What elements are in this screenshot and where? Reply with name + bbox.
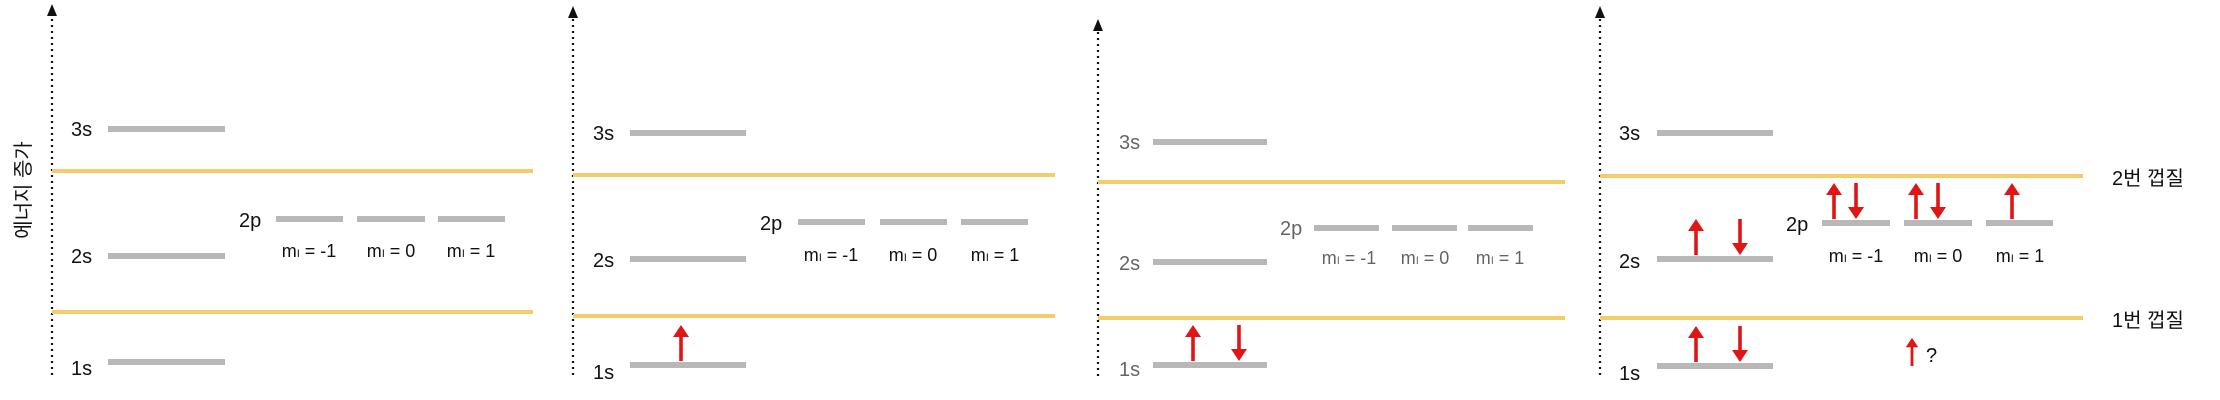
question-mark: ?: [1926, 345, 1937, 367]
ml-label-0: mₗ = 0: [889, 245, 938, 265]
ml-label-minus1: mₗ = -1: [1829, 246, 1884, 266]
ml-label-minus1: mₗ = -1: [804, 245, 859, 265]
label-2s: 2s: [71, 246, 92, 268]
label-2p: 2p: [1786, 214, 1808, 236]
energy-axis-arrowhead: [47, 4, 57, 16]
ml-label-0: mₗ = 0: [1914, 246, 1963, 266]
energy-axis-arrowhead: [1595, 6, 1605, 18]
stray-electron-up-arrow: [1905, 337, 1919, 366]
label-3s: 3s: [1119, 132, 1140, 154]
label-2s: 2s: [1619, 251, 1640, 273]
electron-down-arrow-2p: [1848, 183, 1864, 219]
label-3s: 3s: [593, 123, 614, 145]
shell-label-1: 1번 껍질: [2112, 309, 2184, 332]
label-2p: 2p: [760, 213, 782, 235]
ml-label-1: mₗ = 1: [971, 245, 1020, 265]
label-2s: 2s: [593, 250, 614, 272]
electron-up-arrow-1s: [1185, 325, 1201, 361]
label-3s: 3s: [1619, 123, 1640, 145]
electron-down-arrow-2p: [1930, 183, 1946, 219]
label-2p: 2p: [239, 210, 261, 232]
energy-axis-arrowhead: [568, 6, 578, 18]
electron-down-arrow-1s: [1231, 325, 1247, 361]
label-1s: 1s: [71, 358, 92, 380]
label-1s: 1s: [593, 362, 614, 384]
electron-down-arrow-2s: [1732, 219, 1748, 255]
ml-label-1: mₗ = 1: [1996, 246, 2045, 266]
label-2p: 2p: [1280, 218, 1302, 240]
panel-3: 3s 2s 1s 2p mₗ = -1 mₗ = 0 mₗ = 1: [1093, 19, 1565, 381]
electron-up-arrow-2p: [2004, 183, 2020, 219]
shell-label-2: 2번 껍질: [2112, 167, 2184, 190]
label-1s: 1s: [1619, 363, 1640, 385]
panel-1: 3s 2s 1s 2p mₗ = -1 mₗ = 0 mₗ = 1: [47, 4, 533, 380]
ml-label-minus1: mₗ = -1: [1322, 248, 1377, 268]
electron-down-arrow-1s: [1732, 326, 1748, 362]
ml-label-minus1: mₗ = -1: [282, 241, 337, 261]
energy-axis-arrowhead: [1093, 19, 1103, 31]
panel-4: 3s 2s 1s 2p mₗ = -1 mₗ = 0 mₗ = 1 2번 껍질 …: [1595, 6, 2184, 385]
panel-2: 3s 2s 1s 2p mₗ = -1 mₗ = 0 mₗ = 1: [568, 6, 1055, 384]
label-3s: 3s: [71, 119, 92, 141]
label-1s: 1s: [1119, 359, 1140, 381]
ml-label-1: mₗ = 1: [447, 241, 496, 261]
electron-up-arrow-1s: [1688, 326, 1704, 362]
ml-label-0: mₗ = 0: [1401, 248, 1450, 268]
electron-up-arrow-2p: [1826, 183, 1842, 219]
electron-up-arrow-2p: [1908, 183, 1924, 219]
electron-up-arrow-1s: [673, 325, 689, 361]
ml-label-0: mₗ = 0: [367, 241, 416, 261]
axis-title: 에너지 증가: [12, 141, 35, 239]
ml-label-1: mₗ = 1: [1476, 248, 1525, 268]
electron-up-arrow-2s: [1688, 219, 1704, 255]
label-2s: 2s: [1119, 253, 1140, 275]
